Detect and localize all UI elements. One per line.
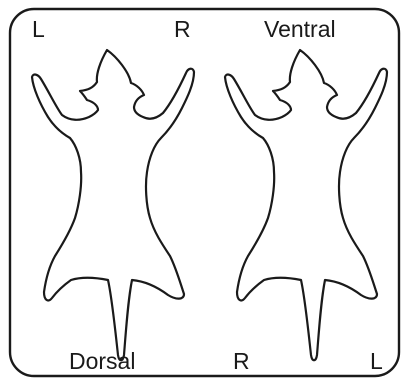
label-dorsal: Dorsal xyxy=(69,348,135,374)
label-ventral: Ventral xyxy=(264,16,336,42)
label-left-bottom: L xyxy=(370,348,383,374)
label-right-top: R xyxy=(174,16,191,42)
label-left-top: L xyxy=(32,16,45,42)
label-right-bottom: R xyxy=(233,348,250,374)
diagram-frame xyxy=(10,9,399,376)
